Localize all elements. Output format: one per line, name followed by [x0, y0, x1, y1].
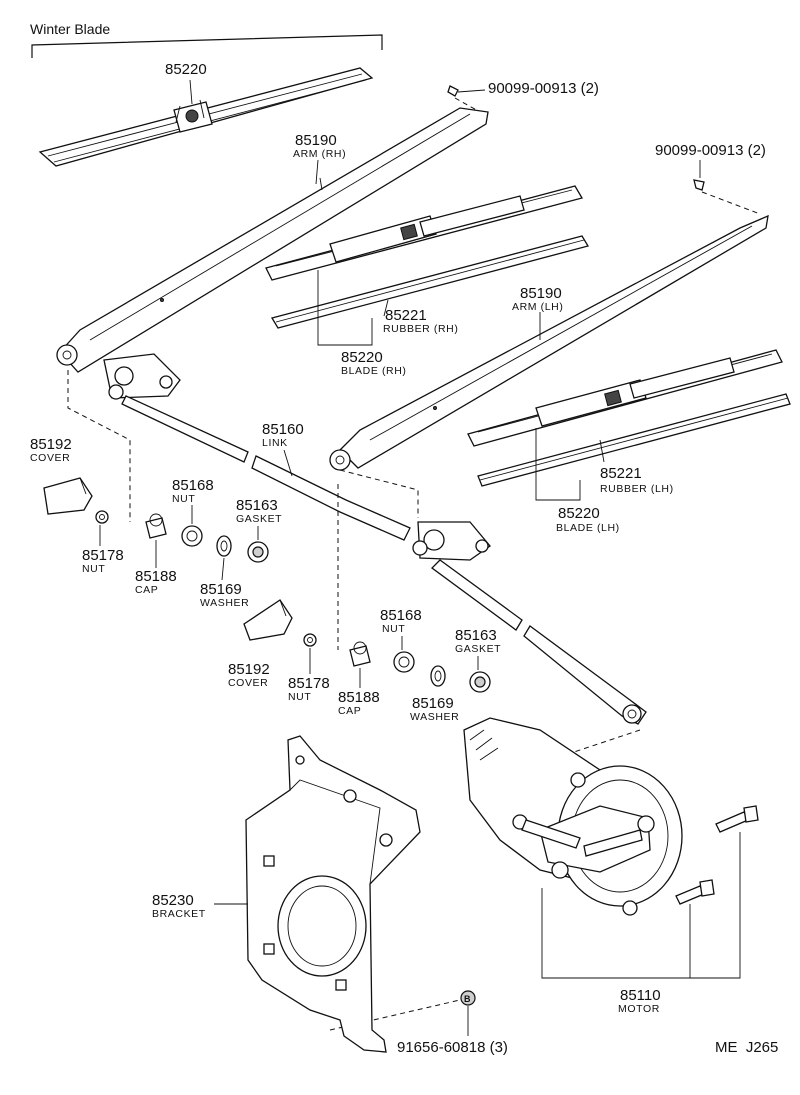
nut-lower-name: NUT [382, 623, 405, 635]
gasket-upper-number: 85163 [236, 497, 278, 514]
cap-upper-name: CAP [135, 584, 158, 596]
cap-lower-number: 85188 [338, 689, 380, 706]
rubber-rh-part [270, 235, 590, 329]
washer-lower-name: WASHER [410, 711, 459, 723]
screw-rh-part [447, 85, 459, 97]
washer-lower-number: 85169 [412, 695, 454, 712]
nut-upper-number: 85168 [172, 477, 214, 494]
rubber-rh-leader [383, 299, 389, 317]
motor-leader [541, 832, 741, 979]
winter-blade-number: 85220 [165, 61, 207, 78]
nut-upper-part [181, 525, 203, 547]
screw-rh-number: 90099-00913 (2) [488, 80, 599, 97]
blade-lh-part [467, 349, 783, 447]
cover-lower-number: 85192 [228, 661, 270, 678]
gasket-upper-part [247, 541, 269, 563]
screw-rh-group: 90099-00913 (2) [447, 80, 599, 113]
cover-upper-part [43, 477, 93, 515]
arm-lh-number: 85190 [520, 285, 562, 302]
motor-bolt-lower [675, 879, 715, 905]
link-leader [283, 449, 293, 477]
motor-number: 85110 [620, 987, 661, 1004]
winter-blade-leader [189, 79, 193, 105]
winter-blade-heading: Winter Blade [30, 21, 110, 37]
screw-rh-dash [454, 97, 481, 113]
gasket-upper-name: GASKET [236, 513, 282, 525]
winter-blade-group: Winter Blade 85220 [30, 21, 383, 167]
nut-small-lower-part [303, 633, 317, 647]
rubber-lh-number: 85221 [600, 465, 642, 482]
rubber-rh-number: 85221 [385, 307, 427, 324]
bracket-number: 85230 [152, 892, 194, 909]
washer-lower-part [430, 665, 446, 687]
motor-name: MOTOR [618, 1003, 660, 1015]
blade-lh-number: 85220 [558, 505, 600, 522]
screw-lh-dash [701, 191, 761, 215]
washer-upper-name: WASHER [200, 597, 249, 609]
screw-rh-leader [457, 89, 486, 93]
blade-lh-name: BLADE (LH) [556, 522, 620, 534]
screw-lh-group: 90099-00913 (2) [655, 142, 766, 215]
blade-lh-leader [535, 428, 581, 501]
diagram-code: ME J265 [715, 1039, 778, 1056]
motor-bolt-upper [715, 805, 759, 833]
gasket-lower-number: 85163 [455, 627, 497, 644]
washer-upper-number: 85169 [200, 581, 242, 598]
cap-lower-name: CAP [338, 705, 361, 717]
bolt-b-marker-letter: B [464, 994, 471, 1004]
gasket-lower-name: GASKET [455, 643, 501, 655]
arm-rh-number: 85190 [295, 132, 337, 149]
nut-small-upper-name: NUT [82, 563, 105, 575]
winter-blade-part [38, 67, 374, 167]
cover-upper-number: 85192 [30, 436, 72, 453]
bolt-b-number: 91656-60818 (3) [397, 1039, 508, 1056]
cover-lower-name: COVER [228, 677, 268, 689]
link-part [103, 353, 647, 725]
cap-lower-part [349, 641, 371, 667]
arm-rh-name: ARM (RH) [293, 148, 346, 160]
nut-small-lower-number: 85178 [288, 675, 330, 692]
washer-upper-part [216, 535, 232, 557]
blade-rh-part [265, 185, 583, 281]
winter-blade-bracket-line [31, 34, 383, 58]
gasket-lower-part [469, 671, 491, 693]
nut-lower-part [393, 651, 415, 673]
screw-lh-number: 90099-00913 (2) [655, 142, 766, 159]
nut-lower-number: 85168 [380, 607, 422, 624]
blade-rh-leader [317, 270, 373, 346]
motor-part [463, 717, 683, 916]
cover-upper-name: COVER [30, 452, 70, 464]
nut-small-upper-part [95, 510, 109, 524]
arm-lh-name: ARM (LH) [512, 301, 563, 313]
washer-upper-leader [221, 557, 225, 581]
bracket-name: BRACKET [152, 908, 206, 920]
rubber-lh-name: RUBBER (LH) [600, 483, 674, 495]
blade-rh-name: BLADE (RH) [341, 365, 407, 377]
nut-small-upper-number: 85178 [82, 547, 124, 564]
rubber-lh-part [477, 393, 791, 487]
bolt-b-marker: B [460, 990, 476, 1006]
nut-upper-name: NUT [172, 493, 195, 505]
screw-lh-part [693, 179, 705, 191]
center-line-left [67, 370, 131, 522]
arm-lh-part [329, 214, 769, 471]
cap-upper-part [145, 513, 167, 539]
nut-small-lower-name: NUT [288, 691, 311, 703]
arm-rh-leader [315, 159, 319, 185]
arm-rh-part [56, 107, 489, 373]
rubber-rh-name: RUBBER (RH) [383, 323, 458, 335]
link-number: 85160 [262, 421, 304, 438]
link-name: LINK [262, 437, 288, 449]
center-line-right-top [339, 469, 419, 518]
rubber-lh-leader [599, 439, 605, 463]
bracket-part [245, 735, 421, 1053]
blade-rh-number: 85220 [341, 349, 383, 366]
cover-lower-part [243, 599, 293, 641]
cap-upper-number: 85188 [135, 568, 177, 585]
